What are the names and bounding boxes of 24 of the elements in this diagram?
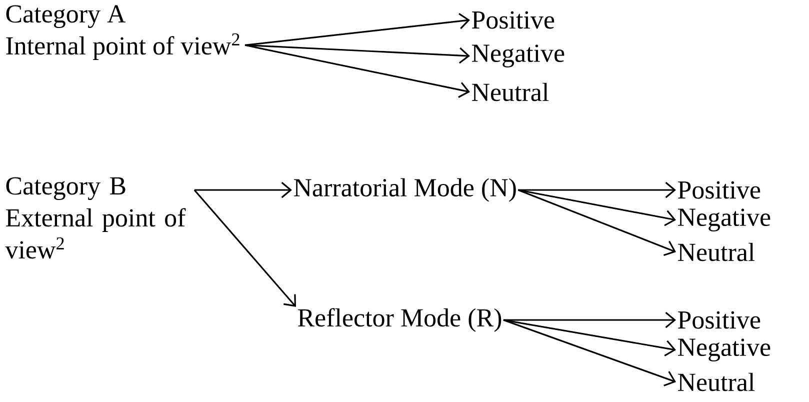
arrow (194, 182, 292, 198)
category-text: Neutral (678, 242, 755, 262)
arrow (194, 189, 296, 307)
arrow (503, 319, 676, 386)
category-text: Negative (678, 338, 770, 362)
arrow (503, 312, 676, 328)
category-text: Positive (678, 311, 760, 329)
arrow (244, 44, 470, 64)
arrow (503, 319, 676, 356)
arrow (244, 44, 470, 98)
arrow (518, 182, 676, 198)
category-text: Positive (678, 181, 760, 199)
category-text: Positive (472, 11, 554, 29)
arrow (518, 189, 676, 256)
category-text: Neutral (472, 82, 549, 102)
arrow (518, 189, 676, 226)
category-text: Narratorial Mode (N) (294, 178, 516, 202)
category-text: Negative (678, 208, 770, 232)
category-text: Neutral (678, 372, 755, 392)
category-text: Negative (472, 44, 564, 68)
arrow (244, 13, 470, 46)
category-text: Reflector Mode (R) (298, 308, 502, 332)
label-text: Category A Internal point of view$^{2}$ (6, 5, 240, 60)
label-text: Category B External point of view$^{2}$ (5, 177, 186, 259)
